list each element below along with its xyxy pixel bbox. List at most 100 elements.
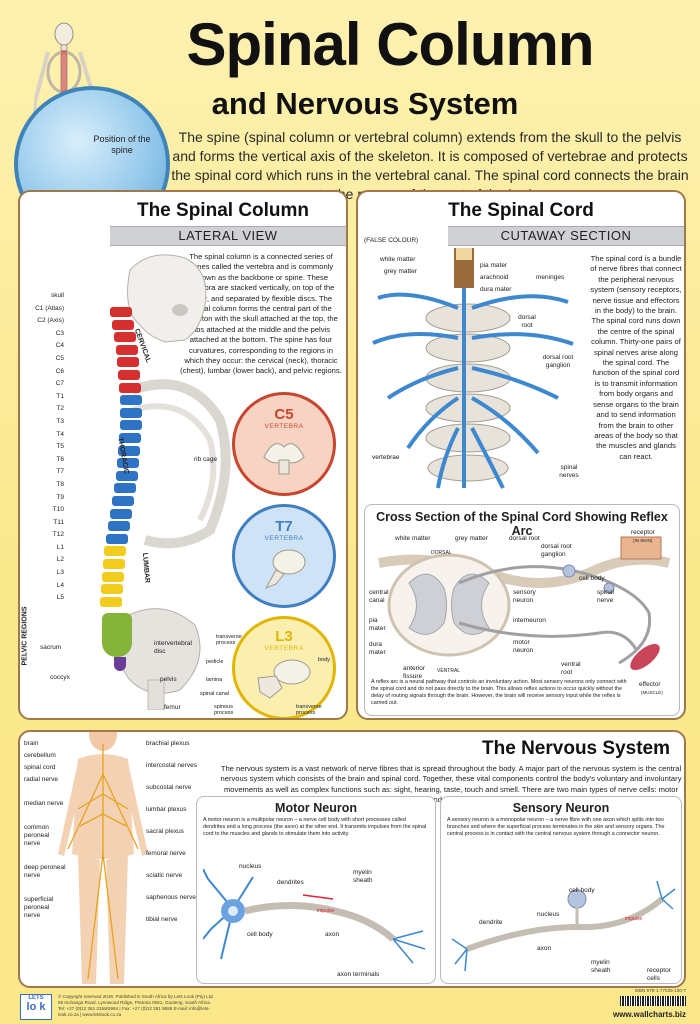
- page-subtitle: and Nervous System: [211, 86, 519, 121]
- vertebra-label: L3: [56, 569, 64, 577]
- t7-vertebra-icon: [264, 549, 306, 589]
- label-femur: femur: [164, 704, 181, 711]
- vertebra-segment: [106, 533, 129, 544]
- isbn-text: ISBN 978-1-77025-130-7: [634, 988, 686, 993]
- label-sacrum: sacrum: [40, 644, 62, 651]
- vertebra-segment: [118, 370, 141, 380]
- vertebra-label: L1: [56, 543, 64, 551]
- l3-badge-sub: VERTEBRA: [264, 645, 304, 652]
- vertebra-label: L4: [56, 581, 64, 589]
- vertebra-segment: [119, 433, 142, 443]
- reflex-label-white-matter: white matter: [395, 535, 431, 542]
- l3-label-body: body: [318, 657, 330, 663]
- reflex-label-dorsal: DORSAL: [431, 550, 452, 556]
- vertebra-label: L2: [56, 556, 64, 564]
- body-nerve-label: intercostal nerves: [146, 762, 197, 769]
- intro-text: The spine (spinal column or vertebral co…: [171, 129, 689, 202]
- l3-badge-title: L3: [275, 628, 293, 645]
- body-nerve-label: sciatic nerve: [146, 872, 183, 879]
- vertebra-segment: [119, 382, 142, 393]
- body-nerve-label: median nerve: [24, 800, 64, 807]
- vertebra-label: T2: [56, 405, 64, 413]
- body-nerve-label: radial nerve: [24, 776, 58, 783]
- reflex-label-ventral-root: ventral root: [561, 661, 581, 676]
- sensory-label-myelin-sheath: myelin sheath: [591, 959, 611, 974]
- vertebra-label: L5: [56, 594, 64, 602]
- cord-label-dorsal-root: dorsal root: [518, 314, 536, 329]
- sensory-label-axon: axon: [537, 945, 552, 952]
- sensory-label-cell-body: cell body: [569, 887, 595, 894]
- c5-vertebra-badge: C5 VERTEBRA: [232, 392, 336, 496]
- reflex-label-sensory-neuron: sensory neuron: [513, 589, 536, 604]
- motor-neuron-title: Motor Neuron: [275, 801, 357, 815]
- l3-label-transverse-process: transverse process: [216, 634, 242, 646]
- spinal-column-panel: The Spinal Column LATERAL VIEW The spina…: [18, 190, 348, 720]
- body-nerve-label: subcostal nerve: [146, 784, 192, 791]
- vertebra-label: T5: [56, 443, 64, 451]
- vertebra-label: T10: [52, 506, 64, 514]
- spinal-column-text: The spinal column is a connected series …: [180, 252, 342, 376]
- vertebra-label: C6: [55, 367, 64, 375]
- reflex-label-dorsal-root: dorsal root: [509, 535, 540, 542]
- body-nerve-label: spinal cord: [24, 764, 56, 771]
- spinal-cord-illustration: [372, 248, 574, 489]
- coccyx-segment: [114, 657, 126, 672]
- vertebra-segment: [100, 584, 123, 595]
- t7-badge-title: T7: [275, 518, 293, 535]
- body-nerve-label: lumbar plexus: [146, 806, 187, 813]
- cord-label-spinal-nerves: spinal nerves: [559, 464, 579, 479]
- vertebra-label: C5: [55, 354, 64, 362]
- l3-label-spinous-process: spinous process: [214, 704, 234, 716]
- vertebra-segment: [113, 483, 136, 494]
- vertebra-label: T4: [56, 430, 64, 438]
- reflex-label-dorsal-root-ganglion: dorsal root ganglion: [541, 543, 572, 558]
- vertebra-segment: [115, 344, 138, 355]
- reflex-label-motor-neuron: motor neuron: [513, 639, 534, 654]
- spinal-cord-title: The Spinal Cord: [448, 200, 594, 221]
- reflex-label-effector-sub: (MUSCLE): [641, 690, 663, 695]
- vertebra-label: skull: [50, 292, 64, 299]
- c5-vertebra-icon: [263, 443, 305, 475]
- vertebra-label: T11: [53, 518, 64, 526]
- vertebra-label: C7: [55, 380, 64, 388]
- reflex-label-cell-body: cell body: [579, 575, 605, 582]
- l3-vertebra-icon: [257, 659, 311, 699]
- vertebra-segment: [120, 407, 142, 418]
- vertebra-segment: [110, 508, 132, 519]
- vertebra-segment: [115, 470, 138, 481]
- body-nerve-label: femoral nerve: [146, 850, 186, 857]
- body-nerve-label: saphenous nerve: [146, 894, 196, 901]
- body-nerve-label: tibial nerve: [146, 916, 178, 923]
- false-colour-note: (FALSE COLOUR): [364, 237, 419, 244]
- cord-label-dura-mater: dura mater: [480, 286, 512, 293]
- l3-vertebra-badge: L3 VERTEBRA: [232, 616, 336, 718]
- vertebra-label: C1 (Atlas): [35, 304, 64, 312]
- label-intervertebral-disc: intervertebral disc: [154, 640, 192, 655]
- t7-badge-sub: VERTEBRA: [264, 535, 304, 542]
- vertebra-label: T7: [56, 468, 64, 476]
- sensory-label-receptor-cells: receptor cells: [647, 967, 671, 982]
- motor-label-nucleus: nucleus: [239, 863, 262, 870]
- cord-label-dorsal-root-ganglion: dorsal root ganglion: [542, 354, 574, 369]
- motor-neuron-text: A motor neuron is a multipolar neuron – …: [203, 817, 427, 837]
- sensory-neuron-text: A sensory neuron is a monopolar neuron –…: [447, 817, 665, 837]
- body-nerve-label: superficial peroneal nerve: [24, 896, 54, 919]
- cord-label-vertebrae: vertebrae: [372, 454, 400, 461]
- reflex-label-receptor-sub: (IN SKIN): [633, 538, 653, 543]
- body-nerve-label: common peroneal nerve: [24, 824, 50, 847]
- region-label-pelvic: PELVIC REGIONS: [21, 606, 29, 666]
- reflex-label-pia-mater: pia mater: [369, 617, 386, 632]
- vertebra-label: T6: [56, 455, 64, 463]
- vertebra-label: T9: [56, 493, 64, 501]
- l3-label-pedicle: pedicle: [206, 659, 224, 665]
- l3-label-spinal-canal: spinal canal: [200, 691, 230, 697]
- sensory-neuron-subpanel: Sensory Neuron A sensory neuron is a mon…: [440, 796, 682, 984]
- t7-vertebra-badge: T7 VERTEBRA: [232, 504, 336, 608]
- c5-badge-sub: VERTEBRA: [264, 423, 304, 430]
- sacrum-segment: [102, 613, 132, 658]
- vertebra-segment: [111, 319, 134, 330]
- spinal-cord-panel: The Spinal Cord (FALSE COLOUR) CUTAWAY S…: [356, 190, 686, 720]
- vertebra-segment: [102, 559, 125, 569]
